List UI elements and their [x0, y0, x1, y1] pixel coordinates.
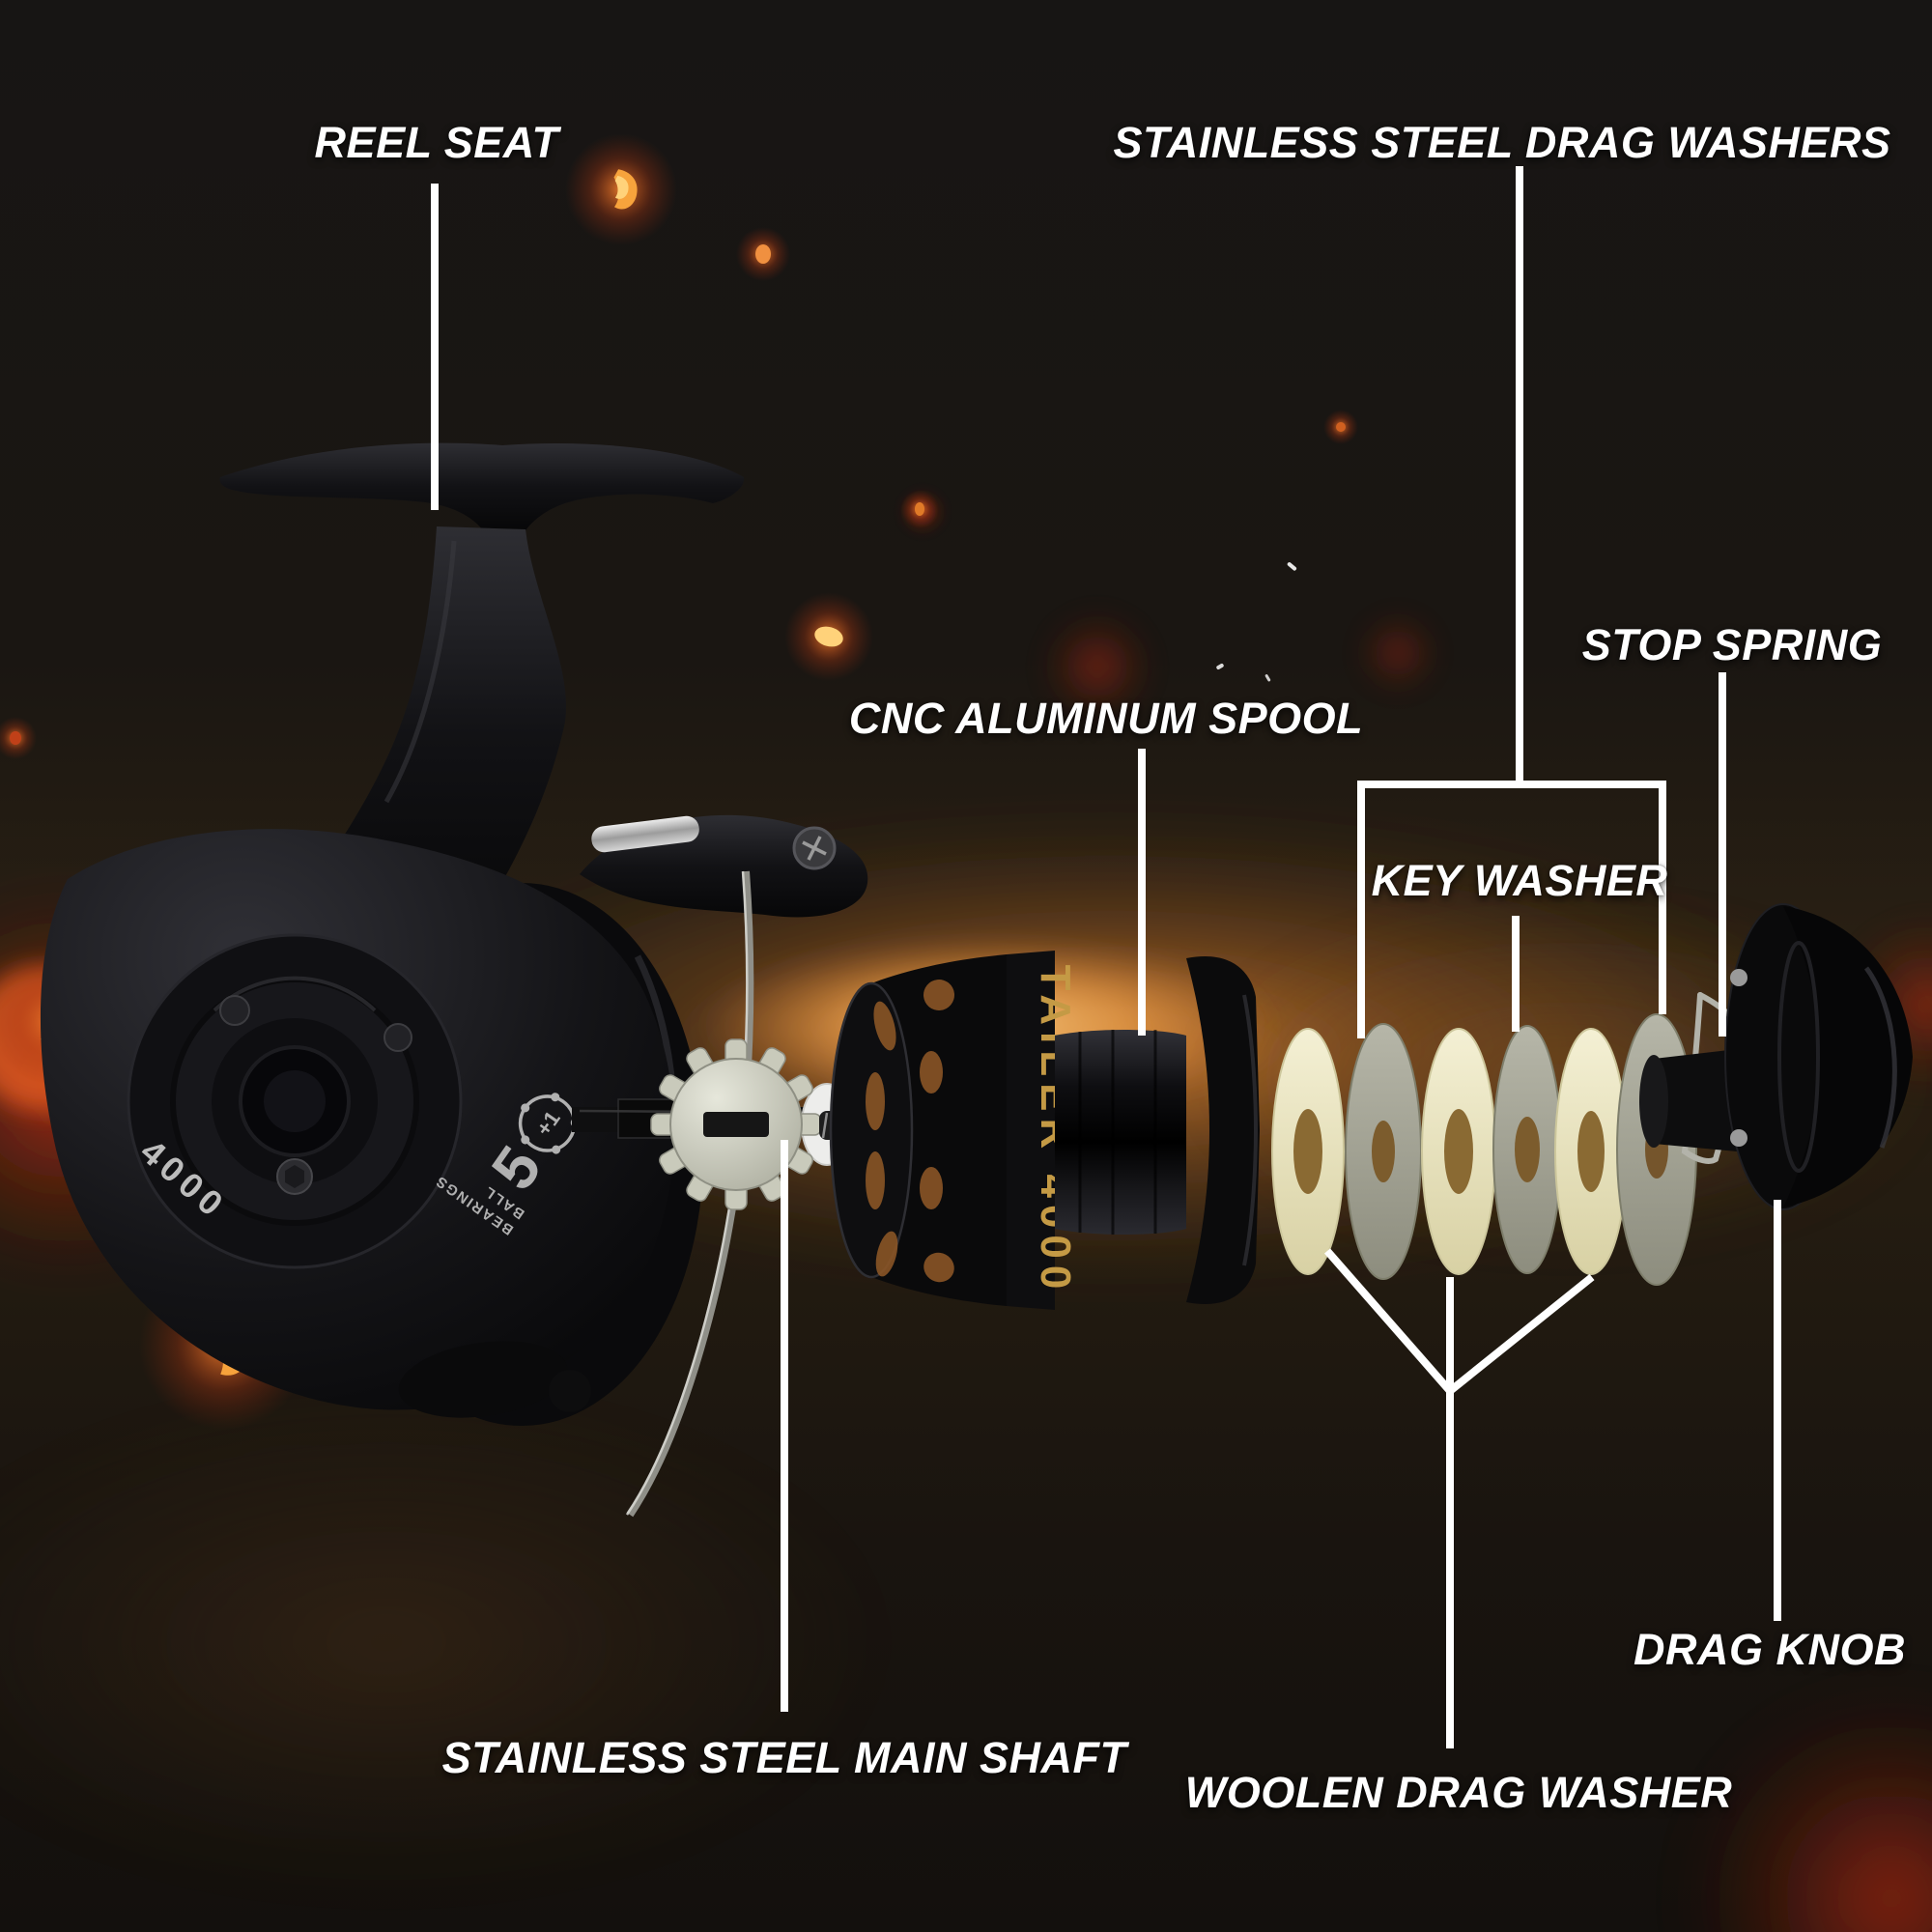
- side-plate: [127, 933, 463, 1269]
- callout-key-washer: KEY WASHER: [1371, 856, 1668, 905]
- callout-cnc-spool: CNC ALUMINUM SPOOL: [848, 694, 1364, 743]
- callout-reel-seat: REEL SEAT: [314, 118, 559, 167]
- spool-right-flange: [1186, 955, 1260, 1305]
- spool-barrel: [1055, 1030, 1186, 1235]
- line-roller: [591, 815, 699, 853]
- callout-stop-spring: STOP SPRING: [1581, 620, 1883, 669]
- woolen-washer: [1554, 1028, 1628, 1275]
- callout-drag-washers: STAINLESS STEEL DRAG WASHERS: [1113, 118, 1891, 167]
- spool-gold-band: [1007, 951, 1055, 1310]
- oscillating-gear: [650, 1038, 822, 1210]
- plate-screw: [219, 995, 250, 1026]
- drag-knob: [1639, 903, 1913, 1210]
- steel-washer: [1345, 1023, 1422, 1280]
- reel-body: 4000 5 +1 BALL BEARINGS: [40, 442, 868, 1518]
- plate-screw: [384, 1023, 412, 1052]
- spool: TAILER 4000: [829, 951, 1260, 1310]
- woolen-washer: [1421, 1028, 1496, 1275]
- callout-woolen-washer: WOOLEN DRAG WASHER: [1184, 1768, 1733, 1817]
- spool-cutouts: [866, 980, 954, 1283]
- callout-lines: [431, 166, 1781, 1748]
- drag-washer-stack: [1271, 1013, 1697, 1286]
- woolen-washer-fan: [1323, 1248, 1595, 1748]
- reel-foot: [219, 442, 745, 530]
- bail-wire: [626, 870, 754, 1518]
- knob-screw: [1730, 1129, 1747, 1147]
- main-shaft-assembly: [572, 1038, 869, 1210]
- steel-washer: [1492, 1025, 1562, 1274]
- drag-washers-bracket: [1357, 781, 1666, 1038]
- woolen-washer: [1271, 1028, 1345, 1275]
- knob-screw: [1730, 969, 1747, 986]
- callout-main-shaft: STAINLESS STEEL MAIN SHAFT: [441, 1733, 1127, 1782]
- callout-drag-knob: DRAG KNOB: [1634, 1625, 1906, 1674]
